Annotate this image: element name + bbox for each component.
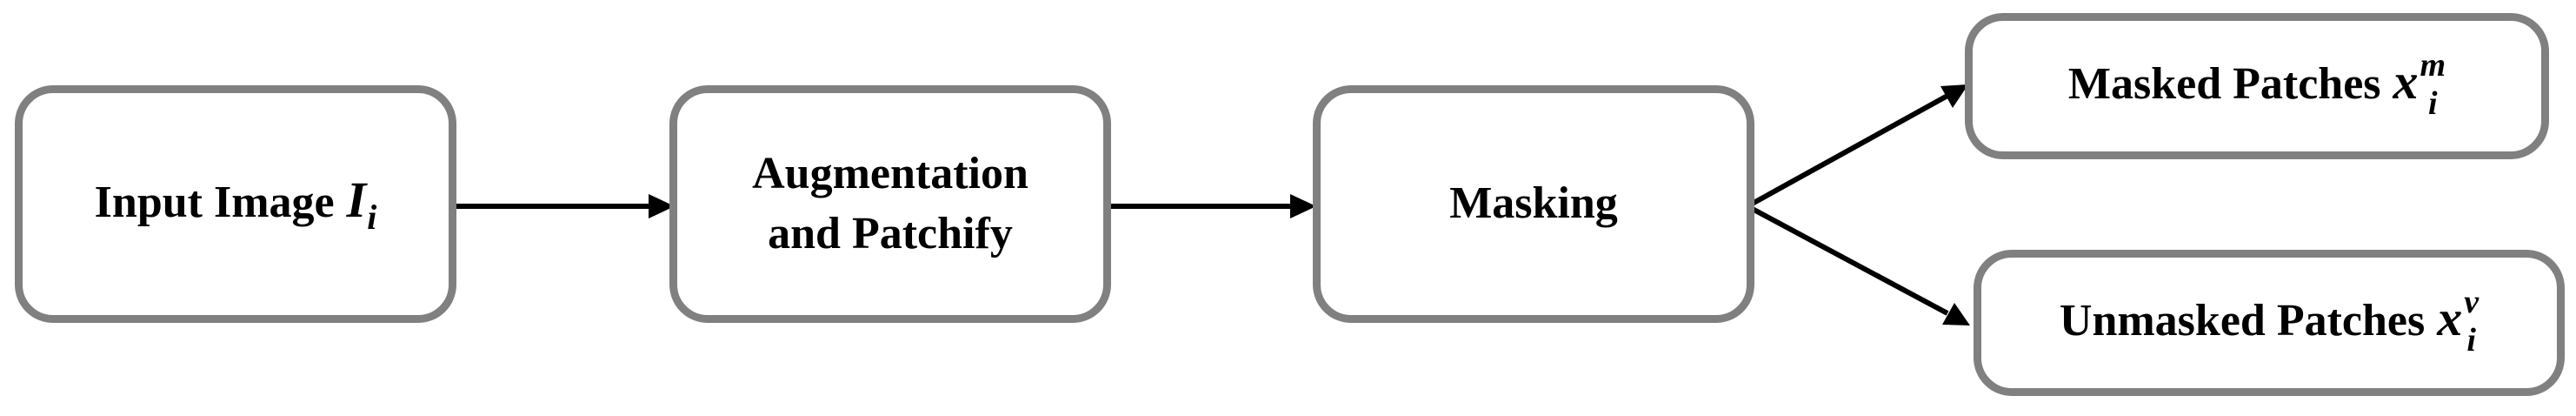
- augmentation-node: Augmentation and Patchify: [669, 85, 1111, 323]
- masked-subscript: i: [2428, 85, 2438, 123]
- arrow-masking-to-unmasked: [1746, 204, 1970, 325]
- unmasked-symbol-x: x: [2437, 289, 2463, 346]
- masked-patches-text: Masked Patches: [2067, 58, 2381, 109]
- augmentation-line-1: Augmentation: [752, 148, 1028, 198]
- unmasked-subscript: i: [2466, 322, 2476, 359]
- masking-label: Masking: [1449, 178, 1618, 229]
- input-subscript: i: [367, 198, 377, 238]
- masked-symbol-x: x: [2393, 52, 2419, 110]
- unmasked-superscript: v: [2464, 284, 2479, 321]
- masking-node: Masking: [1313, 85, 1754, 323]
- input-symbol-i: I: [346, 171, 367, 229]
- arrow-masking-to-masked: [1746, 84, 1968, 209]
- masked-superscript: m: [2420, 47, 2446, 84]
- arrow-augment-to-masking: [1109, 194, 1316, 218]
- input-image-text: Input Image: [94, 178, 335, 228]
- arrow-input-to-augment: [454, 194, 675, 218]
- augmentation-line-2: and Patchify: [768, 208, 1013, 258]
- augmentation-label: Augmentation and Patchify: [752, 144, 1028, 264]
- unmasked-patches-text: Unmasked Patches: [2059, 295, 2426, 346]
- input-image-symbol: Ii: [347, 167, 377, 241]
